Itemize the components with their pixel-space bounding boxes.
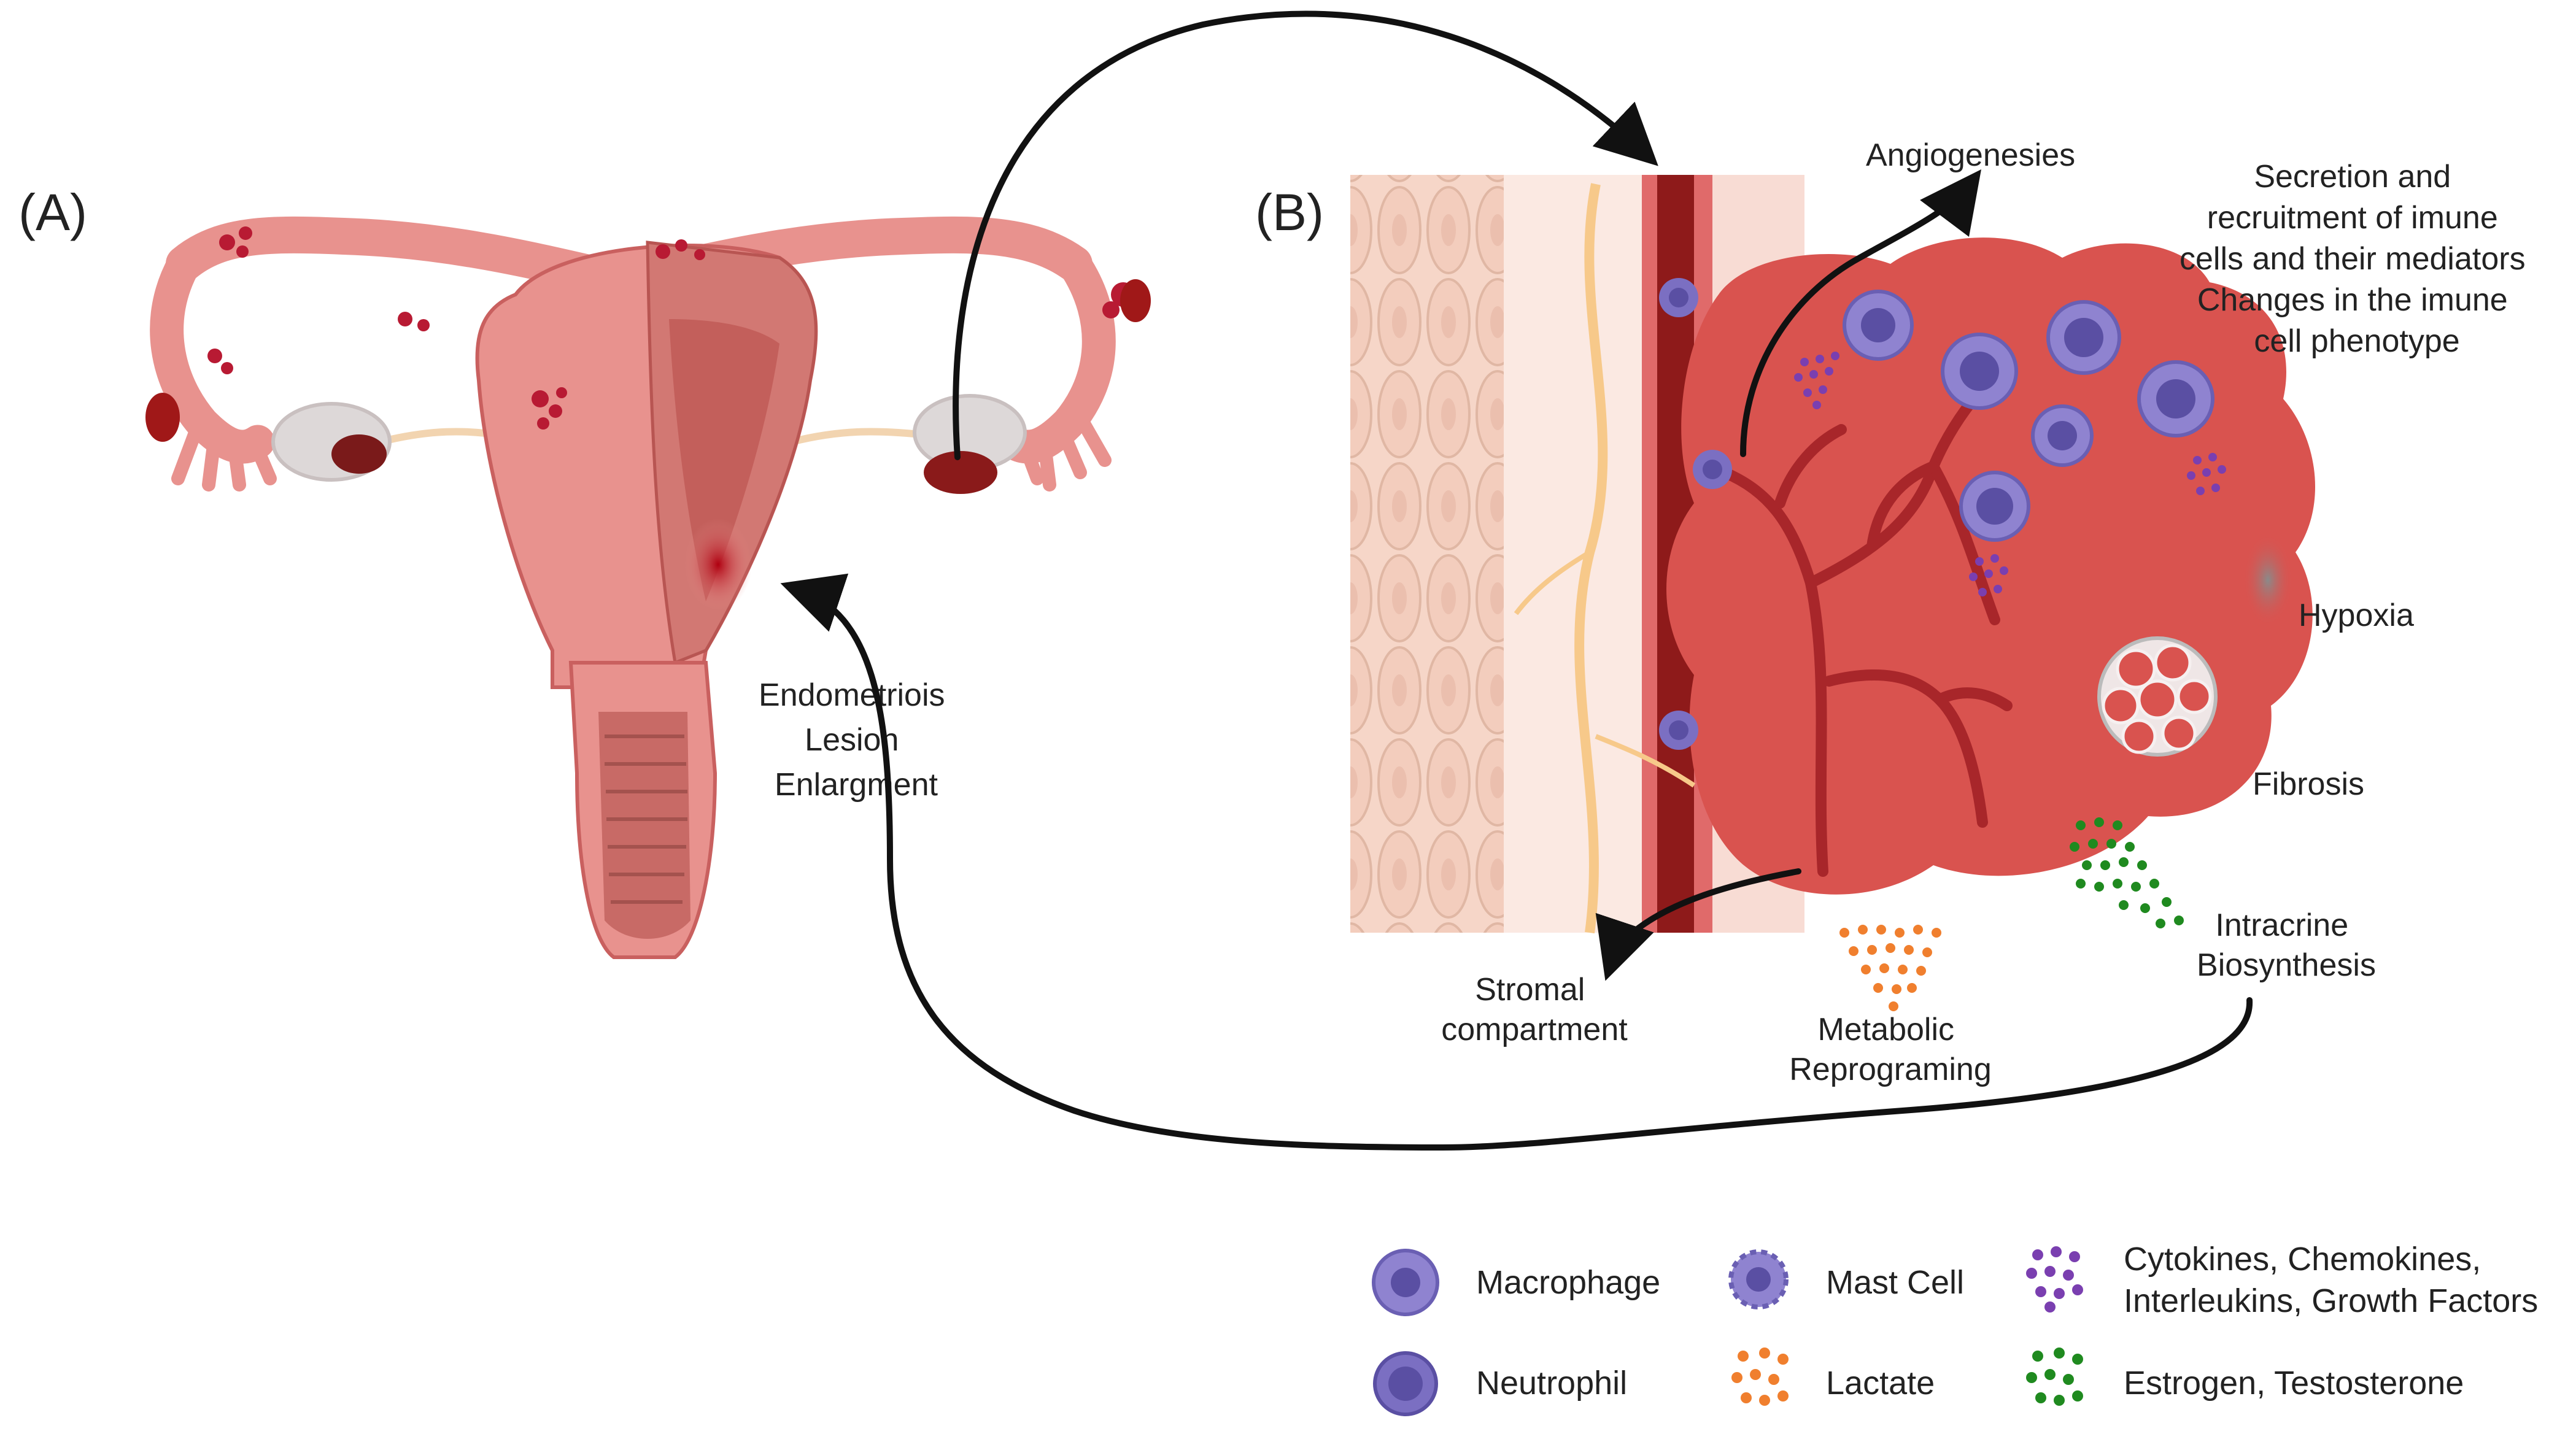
legend-lactate: Lactate bbox=[1731, 1348, 1935, 1406]
legend: Macrophage Mast Cell Cytokines, Chemokin… bbox=[1372, 1241, 2538, 1416]
angiogenesis-label: Angiogenesies bbox=[1866, 137, 2075, 173]
legend-macrophage-label: Macrophage bbox=[1476, 1264, 1660, 1301]
fibrosis-label: Fibrosis bbox=[2253, 766, 2364, 802]
arrows bbox=[780, 10, 2253, 1151]
legend-macrophage: Macrophage bbox=[1372, 1249, 1660, 1316]
legend-hormones: Estrogen, Testosterone bbox=[2026, 1348, 2464, 1406]
lesion-label: Endometriois Lesion Enlargment bbox=[759, 677, 954, 803]
panel-a-label: (A) bbox=[18, 183, 87, 241]
adhering-immune-cells bbox=[1659, 278, 1732, 750]
secretion-label: Secretion and recruitment of imune cells… bbox=[2180, 159, 2534, 359]
legend-neutrophil-label: Neutrophil bbox=[1476, 1365, 1627, 1402]
cytokines-icon bbox=[2026, 1246, 2083, 1313]
cytokine-dots bbox=[1794, 352, 2226, 596]
legend-lactate-label: Lactate bbox=[1826, 1365, 1935, 1402]
hormone-dots bbox=[2070, 817, 2184, 928]
legend-mast-cell: Mast Cell bbox=[1728, 1249, 1964, 1309]
uterus-illustration bbox=[145, 216, 1151, 959]
arrow-stromal bbox=[1595, 868, 1801, 981]
stromal-label: Stromal compartment bbox=[1441, 972, 1628, 1047]
fibrosis-cluster bbox=[2097, 636, 2218, 757]
intracrine-label: Intracrine Biosynthesis bbox=[2197, 908, 2376, 983]
lactate-icon bbox=[1731, 1348, 1789, 1406]
arrow-angiogenesis bbox=[1740, 169, 1982, 457]
lactate-dots bbox=[1839, 925, 1941, 1011]
legend-hormones-label: Estrogen, Testosterone bbox=[2124, 1365, 2464, 1402]
hypoxia-label: Hypoxia bbox=[2299, 598, 2414, 633]
arrow-feedback bbox=[780, 573, 2253, 1151]
legend-mast-cell-label: Mast Cell bbox=[1826, 1264, 1964, 1301]
panel-b-label: (B) bbox=[1255, 183, 1324, 241]
hypoxia-region bbox=[2243, 534, 2292, 626]
arrow-a-to-b bbox=[953, 10, 1658, 460]
metabolic-label: Metabolic Reprograming bbox=[1789, 1012, 1992, 1087]
legend-neutrophil: Neutrophil bbox=[1373, 1351, 1627, 1416]
legend-cytokines-label: Cytokines, Chemokines, Interleukins, Gro… bbox=[2124, 1241, 2538, 1319]
legend-cytokines: Cytokines, Chemokines, Interleukins, Gro… bbox=[2026, 1241, 2538, 1319]
lesion-immune-cells bbox=[1843, 290, 2214, 542]
hormones-icon bbox=[2026, 1348, 2083, 1406]
